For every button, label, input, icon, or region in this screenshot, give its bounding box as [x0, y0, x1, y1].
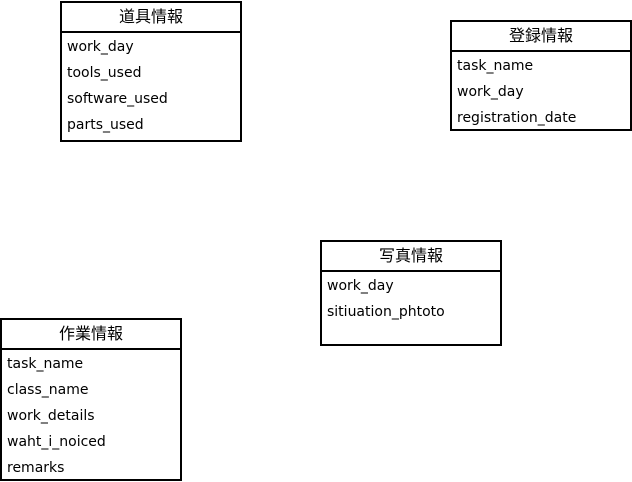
entity-field-list: work_day tools_used software_used parts_…: [62, 33, 240, 138]
entity-field[interactable]: work_details: [7, 408, 95, 424]
entity-field-list: task_name work_day registration_date: [452, 52, 630, 131]
entity-field[interactable]: parts_used: [67, 117, 144, 133]
entity-field[interactable]: class_name: [7, 382, 89, 398]
entity-field-list: task_name class_name work_details waht_i…: [2, 350, 180, 481]
entity-field[interactable]: registration_date: [457, 110, 577, 126]
entity-title: 登録情報: [452, 22, 630, 52]
work-info-entity[interactable]: 作業情報 task_name class_name work_details w…: [0, 318, 182, 481]
entity-title: 作業情報: [2, 320, 180, 350]
entity-field[interactable]: waht_i_noiced: [7, 434, 106, 450]
entity-field[interactable]: software_used: [67, 91, 168, 107]
entity-title: 道具情報: [62, 3, 240, 33]
entity-field[interactable]: work_day: [327, 278, 394, 294]
entity-field[interactable]: task_name: [457, 58, 534, 74]
entity-field[interactable]: sitiuation_phtoto: [327, 304, 445, 320]
entity-field[interactable]: tools_used: [67, 65, 142, 81]
photo-info-entity[interactable]: 写真情報 work_day sitiuation_phtoto: [320, 240, 502, 346]
entity-field-list: work_day sitiuation_phtoto: [322, 272, 500, 325]
registration-info-entity[interactable]: 登録情報 task_name work_day registration_dat…: [450, 20, 632, 131]
entity-field[interactable]: work_day: [457, 84, 524, 100]
entity-field[interactable]: task_name: [7, 356, 84, 372]
entity-field[interactable]: work_day: [67, 39, 134, 55]
entity-field[interactable]: remarks: [7, 460, 65, 476]
entity-title: 写真情報: [322, 242, 500, 272]
tools-info-entity[interactable]: 道具情報 work_day tools_used software_used p…: [60, 1, 242, 142]
